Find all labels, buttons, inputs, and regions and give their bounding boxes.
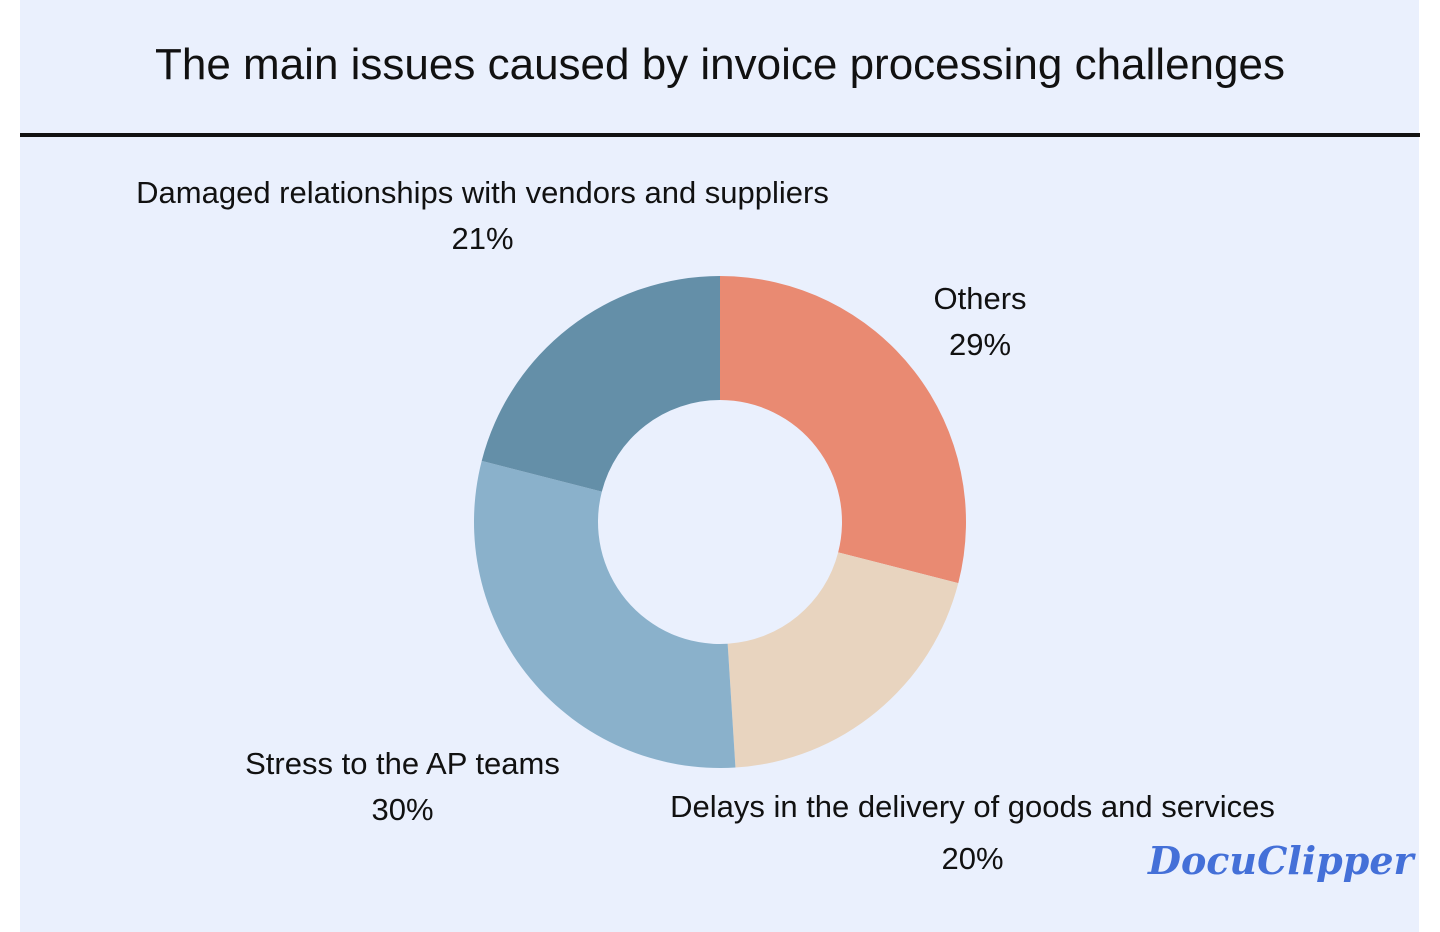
title-divider bbox=[20, 133, 1420, 137]
label-damaged-name: Damaged relationships with vendors and s… bbox=[136, 175, 829, 210]
label-others: Others 29% bbox=[880, 276, 1080, 368]
label-delays-value: 20% bbox=[941, 841, 1004, 876]
label-others-name: Others bbox=[933, 281, 1027, 316]
donut-slice-delays bbox=[727, 552, 959, 768]
donut-slice-stress bbox=[473, 460, 736, 768]
donut-slice-damaged bbox=[481, 276, 720, 492]
label-stress-name: Stress to the AP teams bbox=[245, 746, 560, 781]
chart-panel bbox=[20, 0, 1419, 932]
label-stress: Stress to the AP teams 30% bbox=[210, 741, 595, 833]
label-damaged: Damaged relationships with vendors and s… bbox=[90, 170, 875, 262]
label-delays: Delays in the delivery of goods and serv… bbox=[620, 781, 1325, 885]
donut-slice-others bbox=[720, 276, 966, 584]
docuclipper-logo: DocuClipper bbox=[1148, 838, 1414, 883]
chart-title: The main issues caused by invoice proces… bbox=[155, 40, 1285, 89]
label-delays-name: Delays in the delivery of goods and serv… bbox=[670, 789, 1275, 824]
label-damaged-value: 21% bbox=[451, 221, 514, 256]
label-others-value: 29% bbox=[948, 327, 1012, 362]
label-stress-value: 30% bbox=[371, 792, 434, 827]
